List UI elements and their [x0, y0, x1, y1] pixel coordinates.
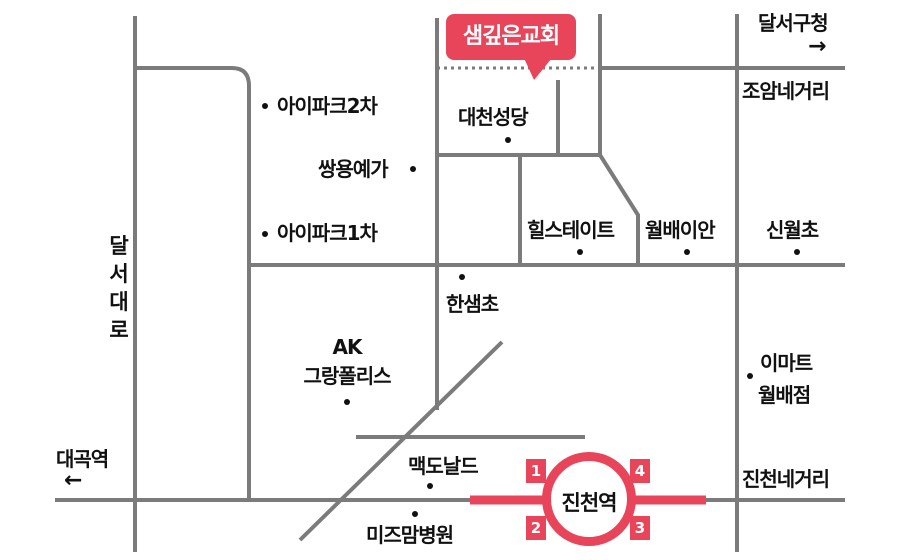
station-name: 진천역 [561, 491, 618, 515]
station-circle [542, 452, 636, 546]
label-ipark-1: 아이파크1차 [277, 221, 378, 245]
label-joam-junction: 조암네거리 [742, 79, 830, 103]
road [598, 153, 640, 265]
church-callout: 샘깊은교회 [446, 14, 576, 60]
label-ak-line1: AK [332, 335, 363, 359]
road-name-char: 대 [109, 290, 129, 314]
marker-dot [262, 231, 268, 237]
church-callout-tail [520, 58, 552, 80]
road-name-vertical: 달 서 대 로 [106, 232, 132, 344]
marker-dot [505, 137, 511, 143]
station-exit-1: 1 [526, 459, 546, 483]
label-mizmam: 미즈맘병원 [366, 523, 454, 547]
label-daecheon-church: 대천성당 [458, 105, 529, 129]
marker-dot [344, 399, 350, 405]
marker-dot [684, 249, 690, 255]
label-sinwol-elem: 신월초 [766, 218, 819, 242]
label-ipark-2: 아이파크2차 [277, 94, 378, 118]
arrow-left-icon: ← [64, 468, 83, 493]
label-emart-line2: 월배점 [758, 383, 811, 407]
road [135, 66, 251, 500]
marker-dot [459, 274, 465, 280]
station-exit-2: 2 [526, 516, 546, 540]
road [298, 340, 504, 542]
road-name-char: 서 [109, 262, 129, 286]
marker-dot [262, 103, 268, 109]
label-ssangyong: 쌍용예가 [318, 157, 389, 181]
marker-dot [794, 249, 800, 255]
label-ak-line2: 그랑폴리스 [303, 364, 392, 388]
marker-dot [427, 483, 433, 489]
label-dalseogu-office: 달서구청 [758, 11, 829, 35]
station-exit-4: 4 [630, 459, 650, 483]
label-mcdonalds: 맥도날드 [408, 454, 479, 478]
marker-dot [412, 511, 418, 517]
label-daegok-station: 대곡역 [56, 447, 109, 471]
marker-dot [747, 373, 753, 379]
marker-dot [410, 166, 416, 172]
road-name-char: 달 [109, 234, 129, 258]
label-hansaem-elem: 한샘초 [446, 292, 499, 316]
label-jincheon-junction: 진천네거리 [742, 467, 830, 491]
road-name-char: 로 [109, 318, 129, 342]
marker-dot [577, 249, 583, 255]
arrow-right-icon: → [808, 34, 827, 59]
label-emart-line1: 이마트 [760, 351, 813, 375]
label-hills-state: 힐스테이트 [527, 218, 615, 242]
station-exit-3: 3 [630, 516, 650, 540]
label-wolbae-ian: 월배이안 [645, 218, 716, 242]
